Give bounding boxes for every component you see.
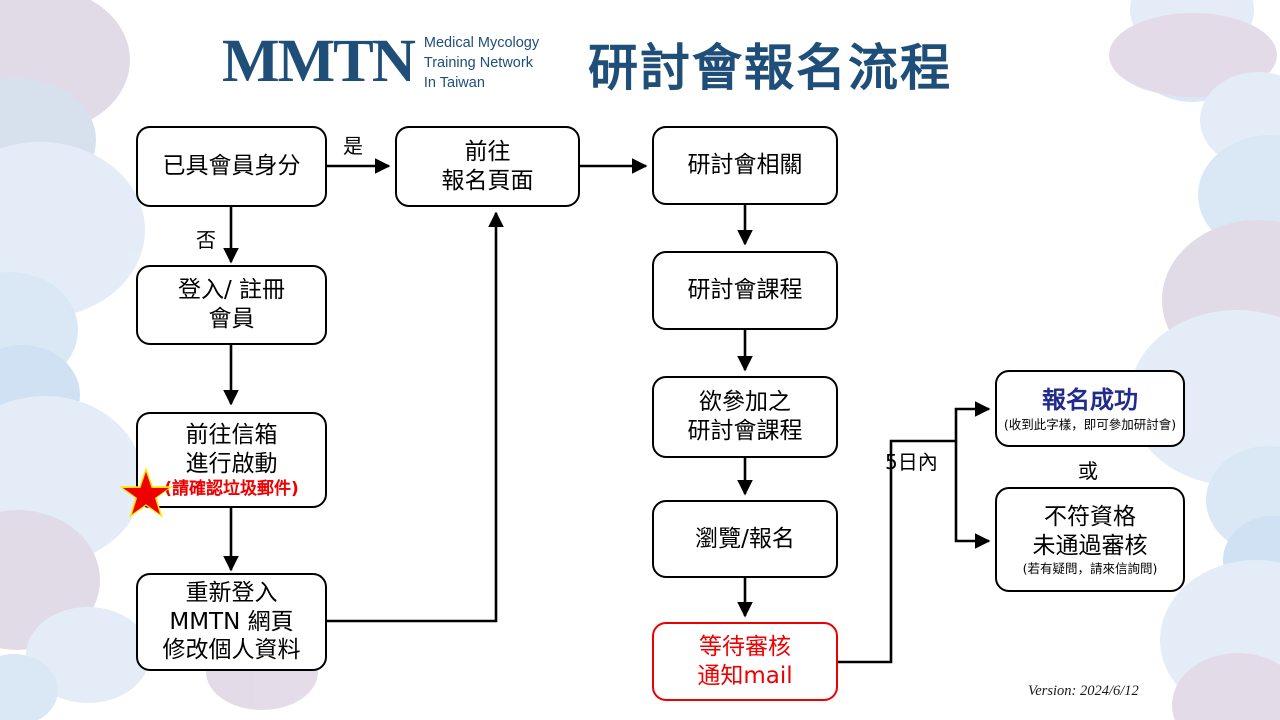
node-go-signup-page-line-1: 前往 bbox=[464, 138, 511, 165]
node-seminar-course[interactable]: 研討會課程 bbox=[652, 251, 838, 330]
node-await-review[interactable]: 等待審核 通知mail bbox=[652, 622, 838, 701]
node-success-title: 報名成功 bbox=[1042, 386, 1138, 415]
logo-subtitle-line-1: Medical Mycology bbox=[423, 35, 540, 51]
node-login-register[interactable]: 登入/ 註冊 會員 bbox=[136, 265, 327, 345]
edge-label-no: 否 bbox=[196, 228, 216, 252]
node-await-review-line-2: 通知mail bbox=[697, 662, 793, 689]
node-relogin-line-2: MMTN 網頁 bbox=[169, 608, 294, 635]
logo-subtitle: Medical Mycology Training Network In Tai… bbox=[424, 30, 539, 93]
edge-label-yes: 是 bbox=[343, 134, 363, 158]
node-login-register-line-1: 登入/ 註冊 bbox=[177, 277, 286, 304]
node-seminar-info[interactable]: 研討會相關 bbox=[652, 126, 838, 205]
node-rejected-line-2: 未通過審核 bbox=[1032, 532, 1148, 559]
version-label: Version: 2024/6/12 bbox=[1028, 683, 1139, 699]
node-relogin-line-1: 重新登入 bbox=[185, 579, 278, 606]
node-relogin-line-3: 修改個人資料 bbox=[162, 637, 301, 664]
node-activate-mail-line-1: 前往信箱 bbox=[185, 421, 278, 448]
node-browse-signup-line-1: 瀏覽/報名 bbox=[695, 525, 795, 552]
node-await-review-line-1: 等待審核 bbox=[699, 633, 791, 660]
node-activate-mail-line-2: 進行啟動 bbox=[185, 450, 278, 477]
node-success-note: (收到此字樣，即可參加研討會) bbox=[1003, 416, 1177, 432]
node-go-signup-page-line-2: 報名頁面 bbox=[441, 167, 534, 194]
node-member-check[interactable]: 已具會員身分 bbox=[136, 126, 327, 207]
mmtn-logo: MMTN Medical Mycology Training Network I… bbox=[222, 30, 539, 93]
slide-header: MMTN Medical Mycology Training Network I… bbox=[0, 0, 1280, 110]
node-success[interactable]: 報名成功 (收到此字樣，即可參加研討會) bbox=[995, 370, 1185, 447]
node-activate-mail[interactable]: 前往信箱 進行啟動 (請確認垃圾郵件) bbox=[136, 412, 327, 508]
page-title: 研討會報名流程 bbox=[588, 39, 952, 97]
node-rejected[interactable]: 不符資格 未通過審核 (若有疑問，請來信詢問) bbox=[995, 487, 1185, 592]
node-activate-mail-warning: (請確認垃圾郵件) bbox=[164, 478, 299, 499]
star-icon bbox=[119, 467, 173, 518]
node-desired-course-line-1: 欲參加之 bbox=[699, 389, 791, 416]
node-seminar-course-line-1: 研討會課程 bbox=[687, 277, 803, 304]
node-seminar-info-line-1: 研討會相關 bbox=[687, 152, 803, 179]
node-login-register-line-2: 會員 bbox=[208, 306, 255, 332]
edge-label-or: 或 bbox=[1078, 459, 1098, 483]
node-desired-course-line-2: 研討會課程 bbox=[687, 418, 803, 444]
node-rejected-line-1: 不符資格 bbox=[1044, 503, 1136, 530]
node-relogin[interactable]: 重新登入 MMTN 網頁 修改個人資料 bbox=[136, 573, 327, 671]
node-go-signup-page[interactable]: 前往 報名頁面 bbox=[395, 126, 580, 207]
logo-subtitle-line-3: In Taiwan bbox=[423, 75, 485, 91]
logo-subtitle-line-2: Training Network bbox=[423, 55, 533, 71]
edge-label-within-5-days: 5日內 bbox=[885, 450, 938, 474]
node-browse-signup[interactable]: 瀏覽/報名 bbox=[652, 500, 838, 578]
node-desired-course[interactable]: 欲參加之 研討會課程 bbox=[652, 376, 838, 458]
logo-wordmark: MMTN bbox=[222, 28, 416, 95]
node-rejected-note: (若有疑問，請來信詢問) bbox=[1022, 561, 1158, 577]
node-member-check-line-1: 已具會員身分 bbox=[162, 153, 301, 180]
